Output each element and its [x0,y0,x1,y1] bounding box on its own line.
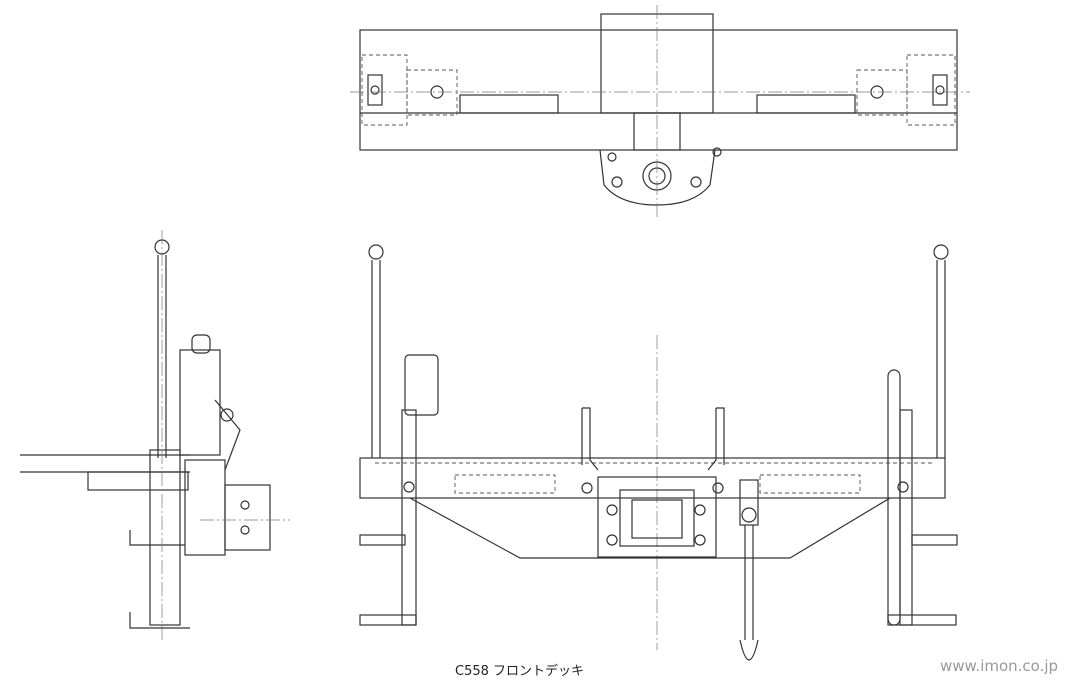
side-view [20,230,290,640]
top-view [350,5,970,220]
front-view [359,244,958,661]
drawing-caption: C558 フロントデッキ [455,664,585,679]
website-watermark: www.imon.co.jp [940,657,1059,675]
